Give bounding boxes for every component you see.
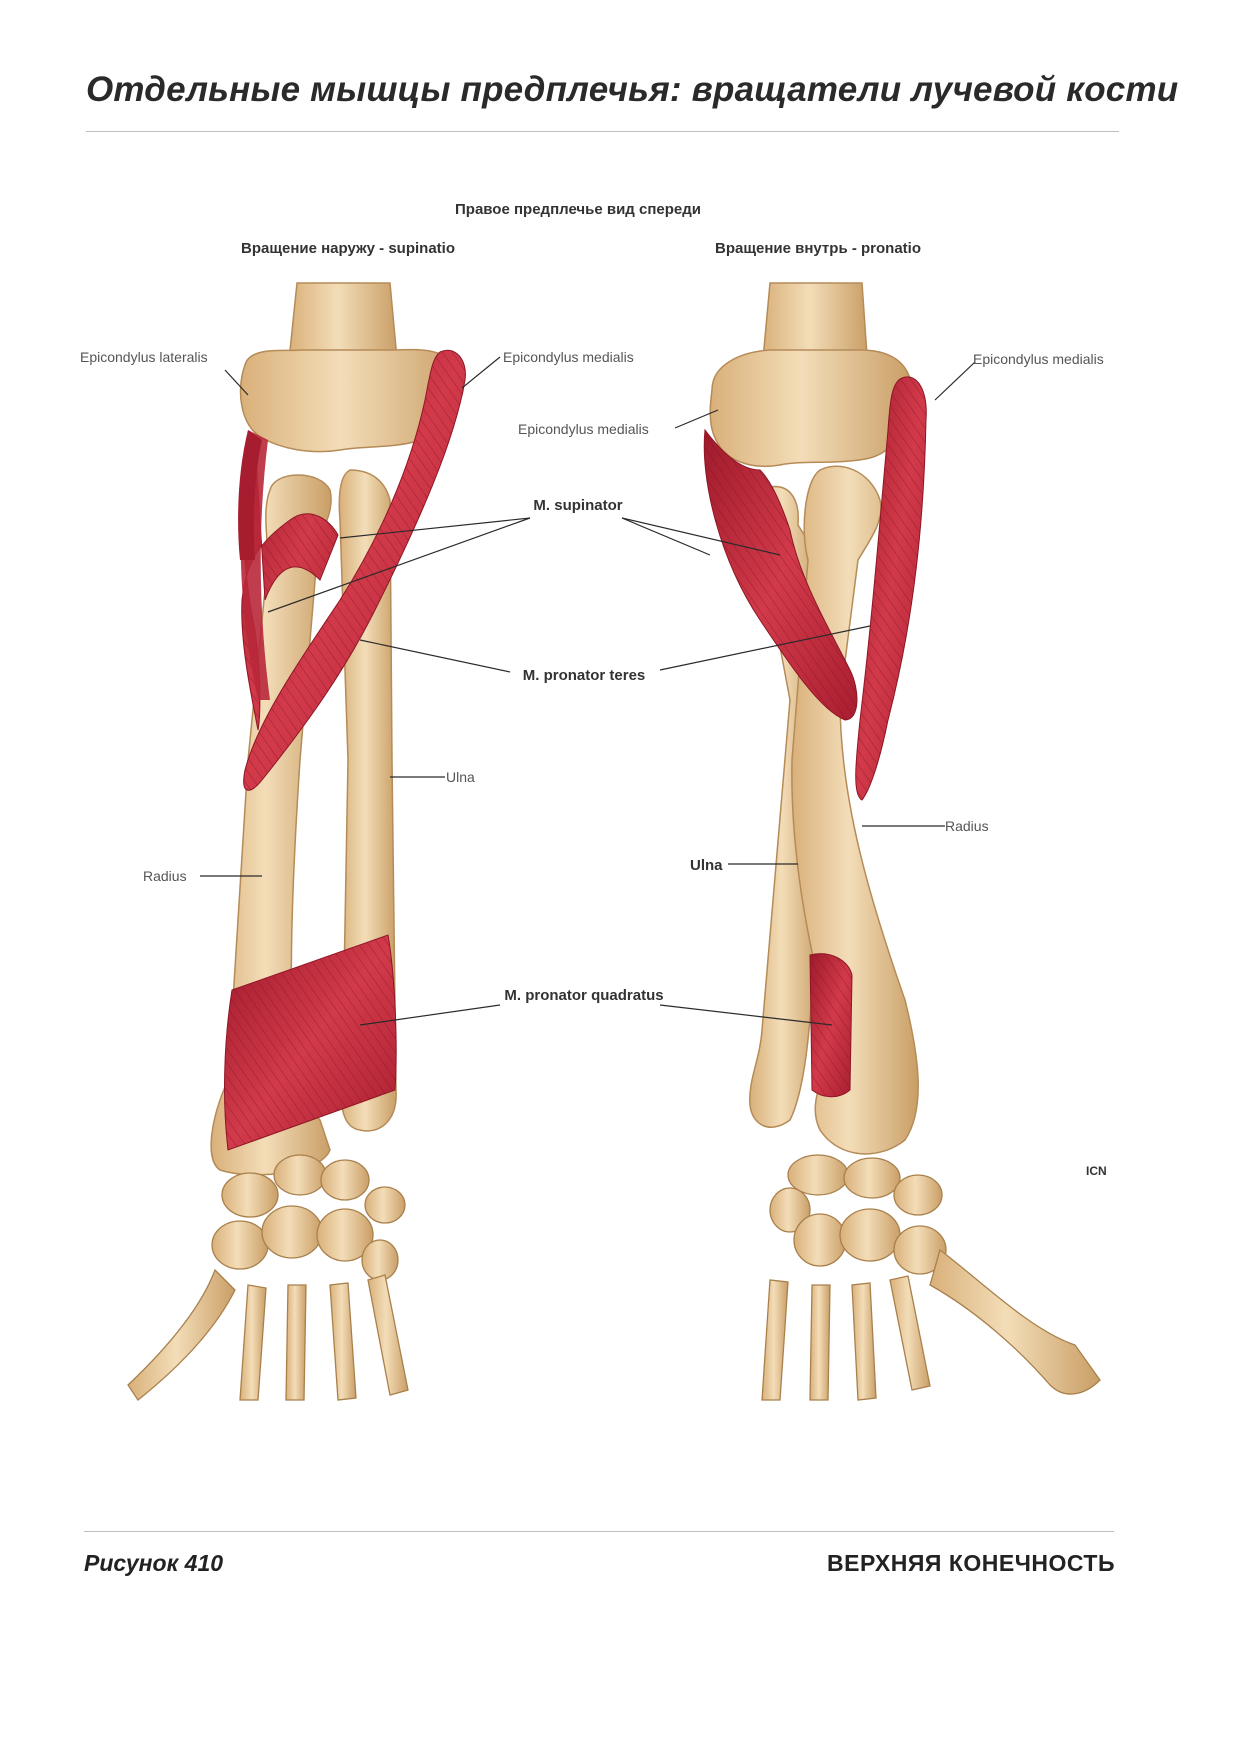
left-carpal-bones xyxy=(211,1154,406,1281)
label-m-pronator-teres: M. pronator teres xyxy=(523,667,646,684)
label-left-ulna: Ulna xyxy=(446,769,475,785)
illustrator-signature: ICN xyxy=(1086,1164,1107,1178)
left-metacarpals xyxy=(127,1268,409,1401)
header-rule xyxy=(86,131,1119,132)
label-right-ulna: Ulna xyxy=(690,857,723,874)
leader-lines xyxy=(200,356,976,1026)
label-right-epicondylus-medialis-top: Epicondylus medialis xyxy=(973,351,1104,367)
footer-rule xyxy=(84,1531,1114,1532)
right-panel-heading: Вращение внутрь - pronatio xyxy=(715,240,921,257)
right-carpal-bones xyxy=(769,1154,947,1275)
left-panel-heading: Вращение наружу - supinatio xyxy=(241,240,455,257)
right-forearm xyxy=(703,282,1101,1401)
figure-number: Рисунок 410 xyxy=(84,1550,224,1576)
left-forearm xyxy=(127,282,466,1401)
label-m-pronator-quadratus: M. pronator quadratus xyxy=(504,987,663,1004)
right-metacarpals xyxy=(761,1248,1101,1401)
label-left-radius: Radius xyxy=(143,868,187,884)
label-m-supinator: M. supinator xyxy=(533,497,622,514)
label-right-radius: Radius xyxy=(945,818,989,834)
label-epicondylus-lateralis: Epicondylus lateralis xyxy=(80,349,208,365)
right-humerus-condyles xyxy=(709,349,913,467)
label-right-epicondylus-medialis-inner: Epicondylus medialis xyxy=(518,421,649,437)
label-left-epicondylus-medialis: Epicondylus medialis xyxy=(503,349,634,365)
left-elbow-lateral-muscle xyxy=(238,430,262,560)
section-name: ВЕРХНЯЯ КОНЕЧНОСТЬ xyxy=(827,1550,1115,1576)
figure-caption: Правое предплечье вид спереди xyxy=(455,201,701,218)
page-title: Отдельные мышцы предплечья: вращатели лу… xyxy=(86,70,1179,109)
